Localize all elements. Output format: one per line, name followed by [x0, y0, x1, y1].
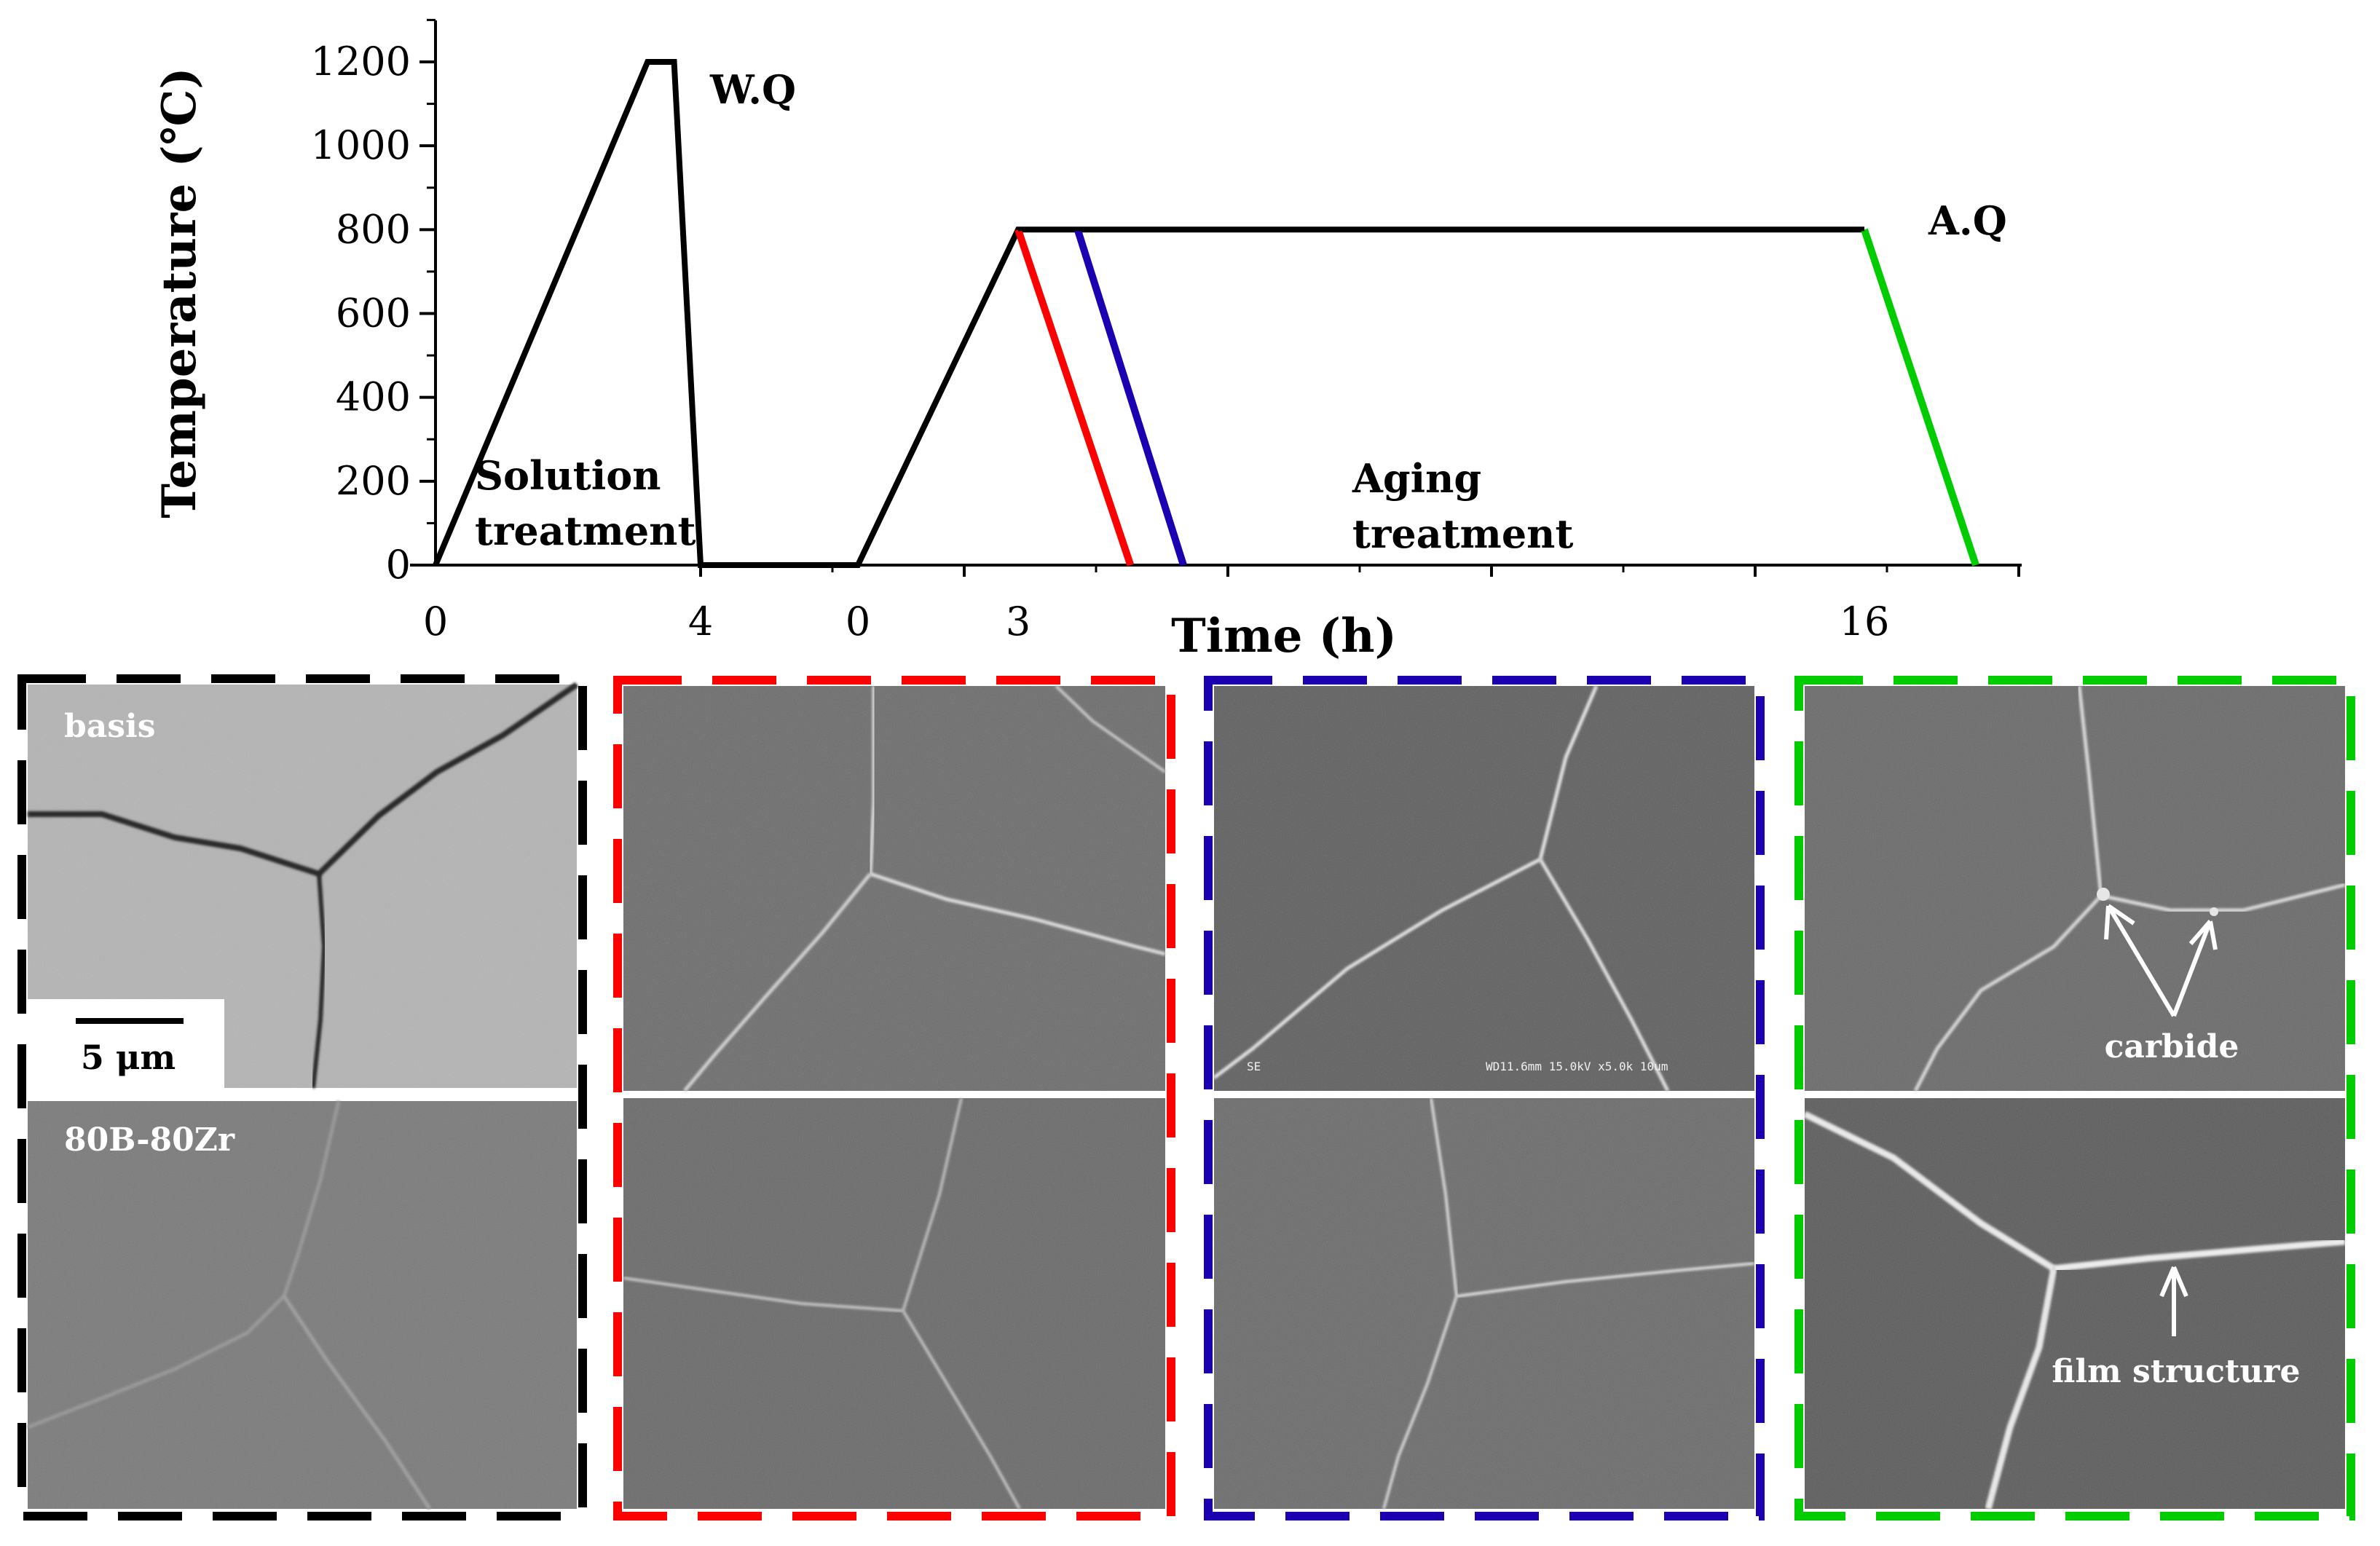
- film-structure-label: film structure: [2052, 1353, 2300, 1390]
- y-tick-label: 0: [386, 542, 411, 588]
- panel-red-bottom: [623, 1097, 1165, 1510]
- x-tick-label: 16: [1840, 599, 1890, 644]
- frame-blue: [1204, 676, 1765, 1521]
- annotation-aq: A.Q: [1928, 197, 2007, 244]
- series-lines: [433, 59, 1979, 568]
- scale-bar-label: 5 μm: [81, 1038, 176, 1077]
- x-axis: 0 4 0 3 16: [410, 564, 2022, 644]
- panel-green-top: carbide: [1805, 685, 2346, 1092]
- y-tick-label: 200: [336, 458, 411, 504]
- carbide-arrow-left: [2104, 904, 2176, 1017]
- y-axis: 0 200 400 600 800 1000 1200: [311, 18, 437, 588]
- annotation-solution-treatment: treatment: [475, 508, 696, 554]
- frame-black: [17, 674, 587, 1521]
- annotation-solution: Solution: [475, 452, 661, 499]
- x-tick-label: 4: [688, 599, 713, 644]
- x-tick-label: 3: [1006, 599, 1031, 644]
- x-tick-label: 0: [846, 599, 870, 644]
- frame-red: [613, 676, 1175, 1521]
- sem-info-right: WD11.6mm 15.0kV x5.0k 10um: [1486, 1060, 1668, 1073]
- y-tick-label: 400: [336, 374, 411, 420]
- panel-blue-bottom: [1214, 1097, 1755, 1510]
- series-line: [1014, 228, 1135, 567]
- scale-bar: 5 μm: [28, 999, 224, 1088]
- row-label-80b-80zr: 80B-80Zr: [64, 1121, 235, 1159]
- annotation-aging-treatment: treatment: [1352, 510, 1573, 557]
- panel-frames: [17, 674, 2355, 1521]
- y-tick-label: 1000: [311, 122, 411, 168]
- sem-panels: basis 5 μm 80B-80Zr: [17, 674, 2355, 1521]
- panel-blue-top: SE WD11.6mm 15.0kV x5.0k 10um: [1213, 685, 1754, 1092]
- film-arrow: [2159, 1266, 2188, 1336]
- row-label-basis: basis: [64, 708, 156, 745]
- y-axis-title: Temperature (℃): [152, 67, 207, 518]
- series-line: [1861, 228, 1979, 567]
- x-axis-title: Time (h): [1171, 609, 1397, 663]
- heat-treatment-chart: 0 200 400 600 800 1000 1200 0 4 0 3 16 Temperature…: [152, 18, 2022, 663]
- annotation-wq: W.Q: [709, 66, 796, 113]
- annotation-aging: Aging: [1352, 455, 1481, 502]
- y-tick-label: 600: [336, 291, 411, 336]
- carbide-label: carbide: [2105, 1028, 2239, 1065]
- y-tick-label: 1200: [311, 39, 411, 84]
- series-line: [1073, 228, 1187, 567]
- panel-green-bottom: film structure: [1803, 1098, 2346, 1510]
- sem-info-left: SE: [1247, 1060, 1261, 1073]
- panel-80b-80zr: 80B-80Zr: [27, 1100, 577, 1510]
- panel-red-top: [623, 685, 1167, 1092]
- carbide-arrow-right: [2172, 920, 2218, 1017]
- x-tick-label: 0: [423, 599, 448, 644]
- y-tick-label: 800: [336, 206, 411, 252]
- frame-green: [1794, 676, 2355, 1521]
- panel-basis-top: basis: [28, 682, 579, 1089]
